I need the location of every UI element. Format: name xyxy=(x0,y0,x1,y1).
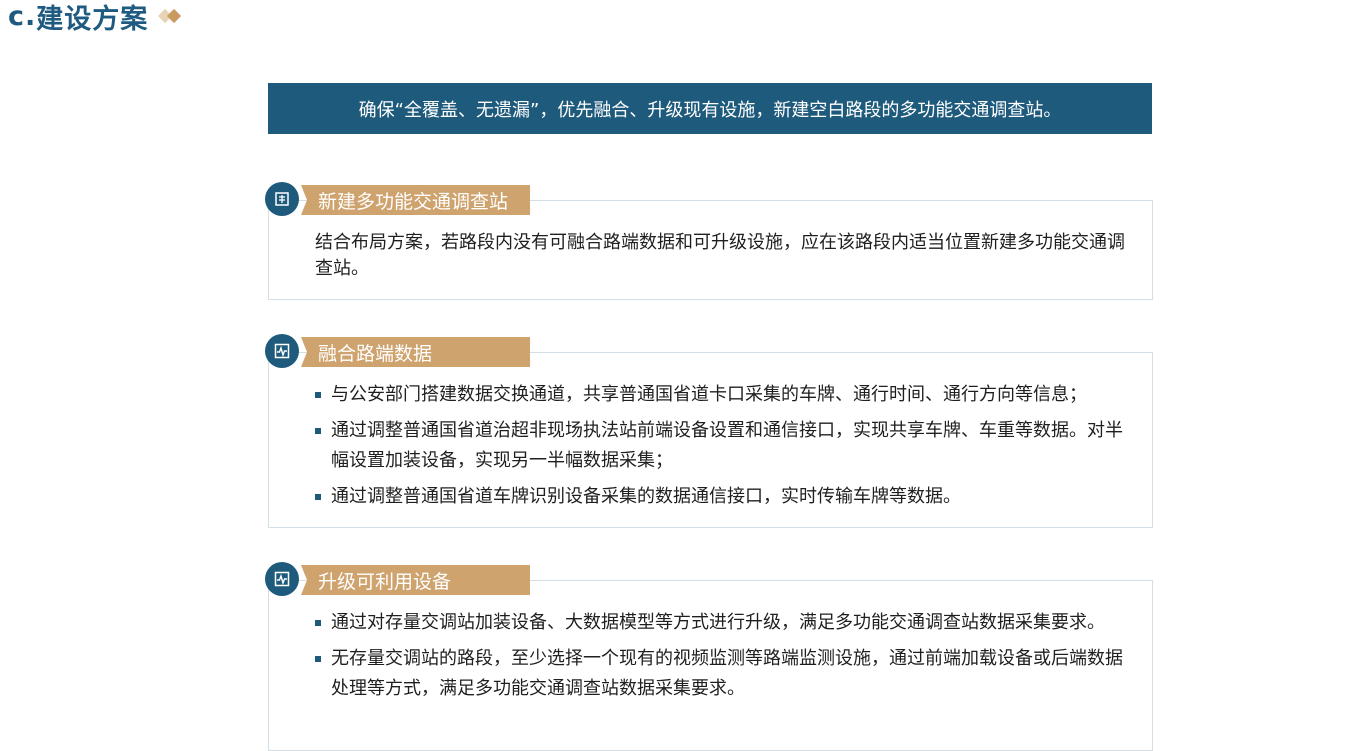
bullet-list: 与公安部门搭建数据交换通道，共享普通国省道卡口采集的车牌、通行时间、通行方向等信… xyxy=(315,380,1139,518)
section-box xyxy=(268,580,1153,751)
title-text: 建设方案 xyxy=(36,3,149,35)
section-heading: 融合路端数据 xyxy=(301,337,530,367)
section-merge-roadside-data: 融合路端数据 与公安部门搭建数据交换通道，共享普通国省道卡口采集的车牌、通行时间… xyxy=(265,334,1153,529)
list-item: 无存量交调站的路段，至少选择一个现有的视频监测等路端监测设施，通过前端加载设备或… xyxy=(315,644,1139,704)
section-box xyxy=(268,352,1153,528)
list-item: 通过调整普通国省道治超非现场执法站前端设备设置和通信接口，实现共享车牌、车重等数… xyxy=(315,416,1139,476)
diamond-decoration-icon xyxy=(158,8,186,24)
section-heading: 新建多功能交通调查站 xyxy=(301,185,530,215)
page-title: c. 建设方案 xyxy=(8,0,186,35)
signal-chart-icon xyxy=(265,562,299,596)
summary-banner: 确保“全覆盖、无遗漏”，优先融合、升级现有设施，新建空白路段的多功能交通调查站。 xyxy=(268,83,1152,134)
section-upgrade-devices: 升级可利用设备 通过对存量交调站加装设备、大数据模型等方式进行升级，满足多功能交… xyxy=(265,562,1153,751)
list-item: 通过调整普通国省道车牌识别设备采集的数据通信接口，实时传输车牌等数据。 xyxy=(315,482,1139,512)
signal-chart-icon xyxy=(265,334,299,368)
section-box xyxy=(268,200,1153,300)
section-heading: 升级可利用设备 xyxy=(301,565,530,595)
section-paragraph: 结合布局方案，若路段内没有可融合路端数据和可升级设施，应在该路段内适当位置新建多… xyxy=(315,232,1125,279)
title-prefix: c. xyxy=(8,0,37,32)
section-new-station: 新建多功能交通调查站 结合布局方案，若路段内没有可融合路端数据和可升级设施，应在… xyxy=(265,182,1153,301)
bullet-list: 通过对存量交调站加装设备、大数据模型等方式进行升级，满足多功能交通调查站数据采集… xyxy=(315,608,1139,710)
list-item: 通过对存量交调站加装设备、大数据模型等方式进行升级，满足多功能交通调查站数据采集… xyxy=(315,608,1139,638)
list-item: 与公安部门搭建数据交换通道，共享普通国省道卡口采集的车牌、通行时间、通行方向等信… xyxy=(315,380,1139,410)
building-icon xyxy=(265,182,299,216)
